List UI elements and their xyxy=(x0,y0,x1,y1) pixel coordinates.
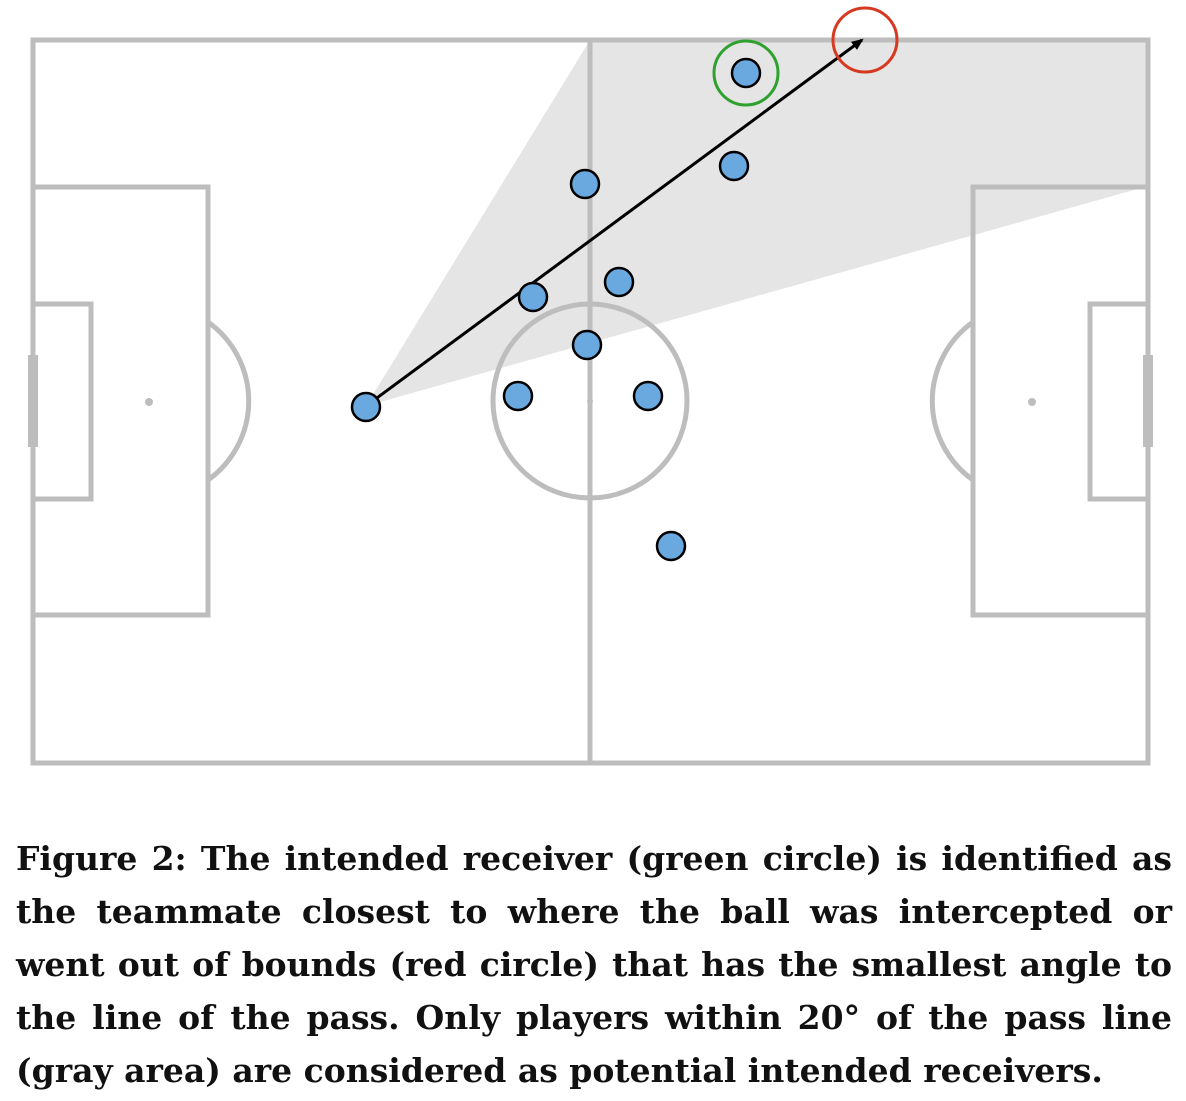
teammate-player xyxy=(632,380,664,412)
left-penalty-spot xyxy=(145,398,153,406)
pitch-diagram xyxy=(28,6,1153,766)
center-circle xyxy=(490,301,690,501)
teammate-player xyxy=(517,281,549,313)
center-spot xyxy=(587,398,593,404)
teammate-player xyxy=(603,266,635,298)
ball-endpoint-ring xyxy=(831,6,899,74)
intended-receiver-player xyxy=(730,57,762,89)
passer-player xyxy=(350,391,382,423)
left-penalty-area xyxy=(30,184,211,618)
pass-arrow xyxy=(365,38,864,408)
right-penalty-spot xyxy=(1028,398,1036,406)
figure-caption: Figure 2: The intended receiver (green c… xyxy=(16,839,1172,1090)
right-penalty-area xyxy=(970,184,1151,618)
teammate-player xyxy=(718,150,750,182)
left-penalty-arc xyxy=(206,319,252,483)
angle-cone xyxy=(366,40,1148,406)
teammate-player xyxy=(502,380,534,412)
teammate-player xyxy=(655,530,687,562)
intended-receiver-ring xyxy=(712,39,780,107)
teammate-player xyxy=(571,329,603,361)
teammate-player xyxy=(569,168,601,200)
left-goal-area xyxy=(30,301,94,502)
right-goal-area xyxy=(1087,301,1151,502)
right-penalty-arc xyxy=(929,319,975,483)
